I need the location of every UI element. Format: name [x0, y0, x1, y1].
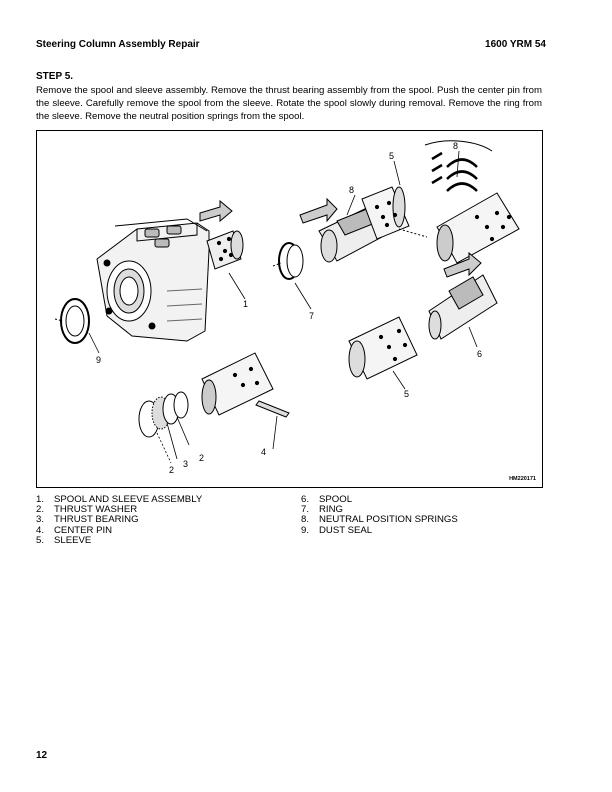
spool-sleeve-assembly	[206, 230, 244, 270]
neutral-position-springs	[424, 140, 493, 192]
legend-item: 2.THRUST WASHER	[36, 504, 138, 516]
exploded-view-illustration: 1 2 3 2 4 5 5 6 7 8 8 9	[54, 140, 520, 475]
legend-item: 7.RING	[301, 504, 343, 516]
section-title: Steering Column Assembly Repair	[36, 39, 200, 50]
callout-3: 3	[183, 459, 188, 469]
callout-7: 7	[309, 311, 314, 321]
callout-9: 9	[96, 355, 101, 365]
spool-in-sleeve	[436, 192, 520, 264]
spool-lower	[428, 251, 498, 340]
page-number: 12	[36, 750, 48, 761]
legend-item: 9.DUST SEAL	[301, 524, 373, 536]
parts-legend-right: 6.SPOOL 7.RING 8.NEUTRAL POSITION SPRING…	[301, 494, 458, 536]
step-title: STEP 5.	[36, 71, 74, 82]
legend-item: 8.NEUTRAL POSITION SPRINGS	[301, 514, 458, 526]
thrust-bearing-assembly	[138, 391, 189, 438]
legend-item: 3.THRUST BEARING	[36, 514, 139, 526]
callout-4: 4	[261, 447, 266, 457]
direction-arrow	[199, 199, 233, 223]
callout-8-top: 8	[453, 141, 458, 151]
leader-lines	[88, 150, 478, 464]
ring	[272, 242, 304, 280]
dust-seal	[54, 298, 90, 344]
document-code: 1600 YRM 54	[485, 39, 546, 50]
callout-1: 1	[243, 299, 248, 309]
spool-sleeve-lower	[201, 352, 274, 416]
exploded-view-figure: 1 2 3 2 4 5 5 6 7 8 8 9 HM220171	[36, 130, 543, 488]
legend-item: 6.SPOOL	[301, 494, 353, 505]
legend-item: 1.SPOOL AND SLEEVE ASSEMBLY	[36, 494, 203, 505]
callout-5-lower: 5	[404, 389, 409, 399]
control-unit-housing	[96, 218, 210, 342]
center-pin	[255, 400, 290, 418]
sleeve-lower	[348, 316, 418, 380]
callout-5-upper: 5	[389, 151, 394, 161]
step-instructions: Remove the spool and sleeve assembly. Re…	[36, 85, 542, 123]
callout-6: 6	[477, 349, 482, 359]
sleeve-upper	[361, 186, 428, 240]
callout-8-middle: 8	[349, 185, 354, 195]
legend-item: 4.CENTER PIN	[36, 524, 113, 536]
callout-2-upper: 2	[199, 453, 204, 463]
callout-2-lower: 2	[169, 465, 174, 475]
legend-item: 5.SLEEVE	[36, 534, 92, 546]
figure-id: HM220171	[509, 476, 536, 482]
parts-legend-left: 1.SPOOL AND SLEEVE ASSEMBLY 2.THRUST WAS…	[36, 494, 203, 546]
